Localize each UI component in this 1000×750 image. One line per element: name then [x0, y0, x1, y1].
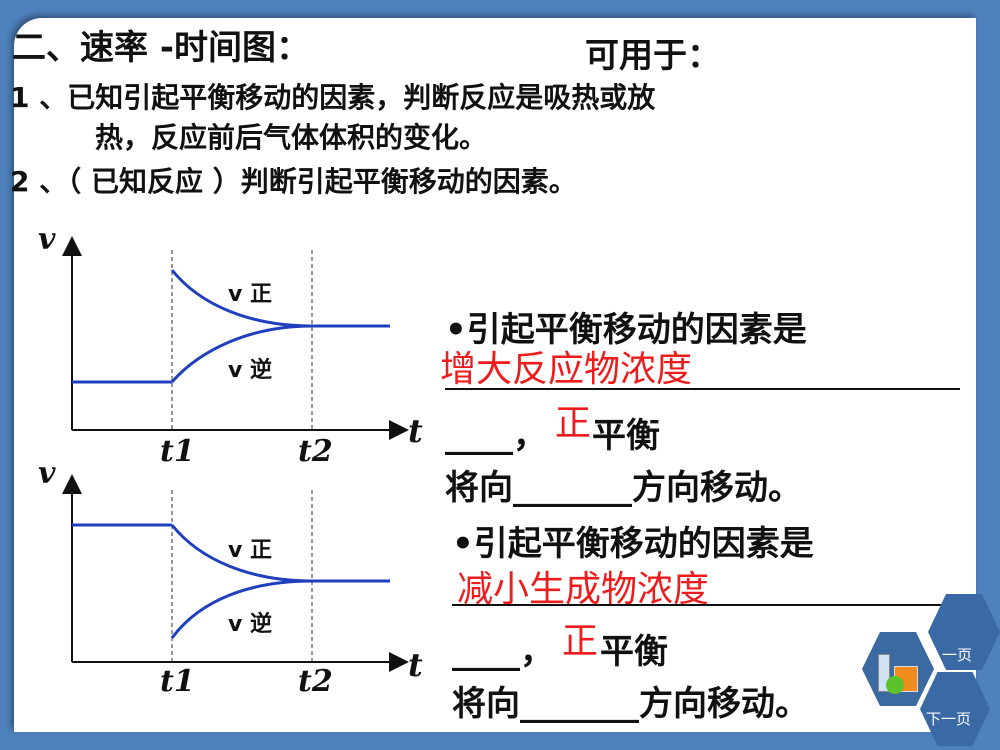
graph-2-forward-label: v 正: [228, 538, 273, 563]
graph-2-t2-label: t2: [298, 664, 333, 699]
point-1-line-1: 1 、已知引起平衡移动的因素，判断反应是吸热或放: [10, 81, 656, 114]
next-page-button[interactable]: 下一页: [920, 672, 990, 746]
graph-2: [62, 474, 409, 672]
graph-2-y-label: v: [38, 456, 56, 491]
slide-panel: [14, 18, 976, 732]
q2-answer: 减小生成物浓度: [457, 569, 710, 610]
q2-shift: 平衡: [600, 632, 668, 672]
forward-rate-curve: [170, 269, 390, 328]
q2-direction-answer: 正: [562, 621, 599, 662]
graph-1-y-label: v: [38, 222, 56, 257]
reverse-rate-curve: [170, 324, 313, 383]
q2-tail: 将向_______方向移动。: [452, 684, 809, 724]
graph-2-t1-label: t1: [160, 664, 195, 699]
q1-answer: 增大反应物浓度: [440, 349, 693, 390]
q2-blank: ____，: [452, 632, 554, 672]
point-1-line-2: 热，反应前后气体体积的变化。: [95, 121, 488, 154]
q2-prompt: •引起平衡移动的因素是: [452, 524, 814, 564]
graph-1-t2-label: t2: [298, 434, 333, 469]
point-2: 2 、（ 已知反应 ）判断引起平衡移动的因素。: [10, 165, 577, 198]
graph-2-x-label: t: [408, 646, 423, 684]
prev-page-button[interactable]: 一页: [928, 594, 1000, 670]
graph-1: [62, 236, 409, 440]
graph-1-forward-label: v 正: [228, 282, 273, 307]
q1-shift: 平衡: [592, 416, 660, 456]
prev-page-label: 一页: [942, 646, 973, 664]
reverse-rate-curve: [170, 579, 313, 639]
graph-1-t1-label: t1: [160, 434, 195, 469]
slide-heading: 二、速率 -时间图：: [12, 28, 310, 68]
q1-prompt: •引起平衡移动的因素是: [445, 310, 807, 350]
q1-tail: 将向_______方向移动。: [445, 468, 802, 508]
graph-1-x-label: t: [408, 412, 423, 450]
q1-blank: ____，: [445, 416, 547, 456]
usage-label: 可用于：: [585, 36, 721, 76]
graph-2-reverse-label: v 逆: [228, 612, 273, 637]
forward-rate-curve: [170, 524, 390, 583]
next-page-label: 下一页: [926, 710, 972, 728]
q1-direction-answer: 正: [555, 403, 592, 444]
q2-answer-underline: [452, 604, 967, 606]
q1-answer-underline: [445, 388, 960, 390]
graph-1-reverse-label: v 逆: [228, 358, 273, 383]
